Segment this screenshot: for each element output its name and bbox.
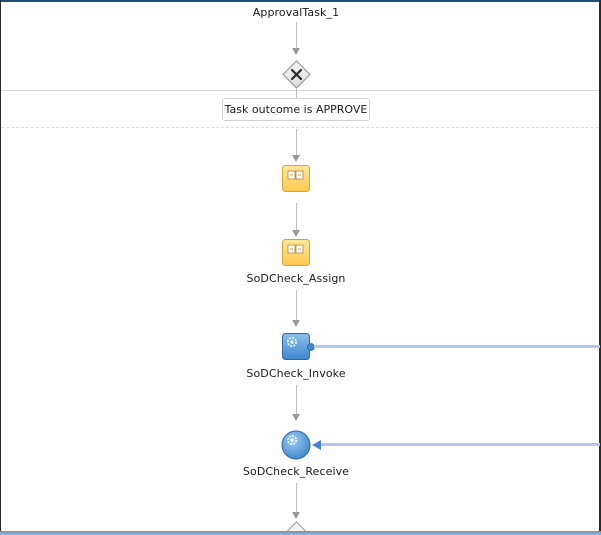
receive-activity-gear-icon[interactable] [281, 430, 311, 460]
connector-arrow [292, 320, 300, 327]
assign-activity-icon[interactable] [282, 165, 310, 192]
window-right-border [599, 0, 601, 535]
connector-line [296, 483, 297, 512]
partner-link-connector[interactable] [314, 345, 600, 348]
connector-line [296, 203, 297, 230]
condition-label[interactable]: Task outcome is APPROVE [222, 98, 370, 121]
connector-line [296, 129, 297, 155]
invoke-activity-gear-icon[interactable] [282, 333, 316, 361]
connector-arrow [292, 155, 300, 162]
approval-task-label[interactable]: ApprovalTask_1 [252, 6, 340, 19]
branch-separator [1, 90, 599, 91]
exclusive-gateway-x-icon[interactable] [282, 60, 311, 89]
connector-line [296, 89, 297, 98]
connector-arrow [292, 414, 300, 421]
window-bottom-border [0, 531, 601, 535]
partner-link-arrow-icon [312, 440, 321, 450]
assign-activity-label[interactable]: SoDCheck_Assign [246, 272, 346, 285]
receive-activity-label[interactable]: SoDCheck_Receive [242, 465, 350, 478]
connector-line [296, 22, 297, 48]
connector-line [296, 385, 297, 414]
window-top-border [0, 0, 601, 2]
window-left-border [0, 0, 1, 535]
connector-arrow [292, 512, 300, 519]
connector-line [296, 290, 297, 320]
assign-activity-icon[interactable] [282, 239, 310, 266]
connector-arrow [292, 230, 300, 237]
invoke-activity-label[interactable]: SoDCheck_Invoke [246, 367, 346, 380]
partner-link-connector[interactable] [318, 443, 600, 446]
branch-dashed-separator [1, 127, 599, 128]
connector-arrow [292, 48, 300, 55]
